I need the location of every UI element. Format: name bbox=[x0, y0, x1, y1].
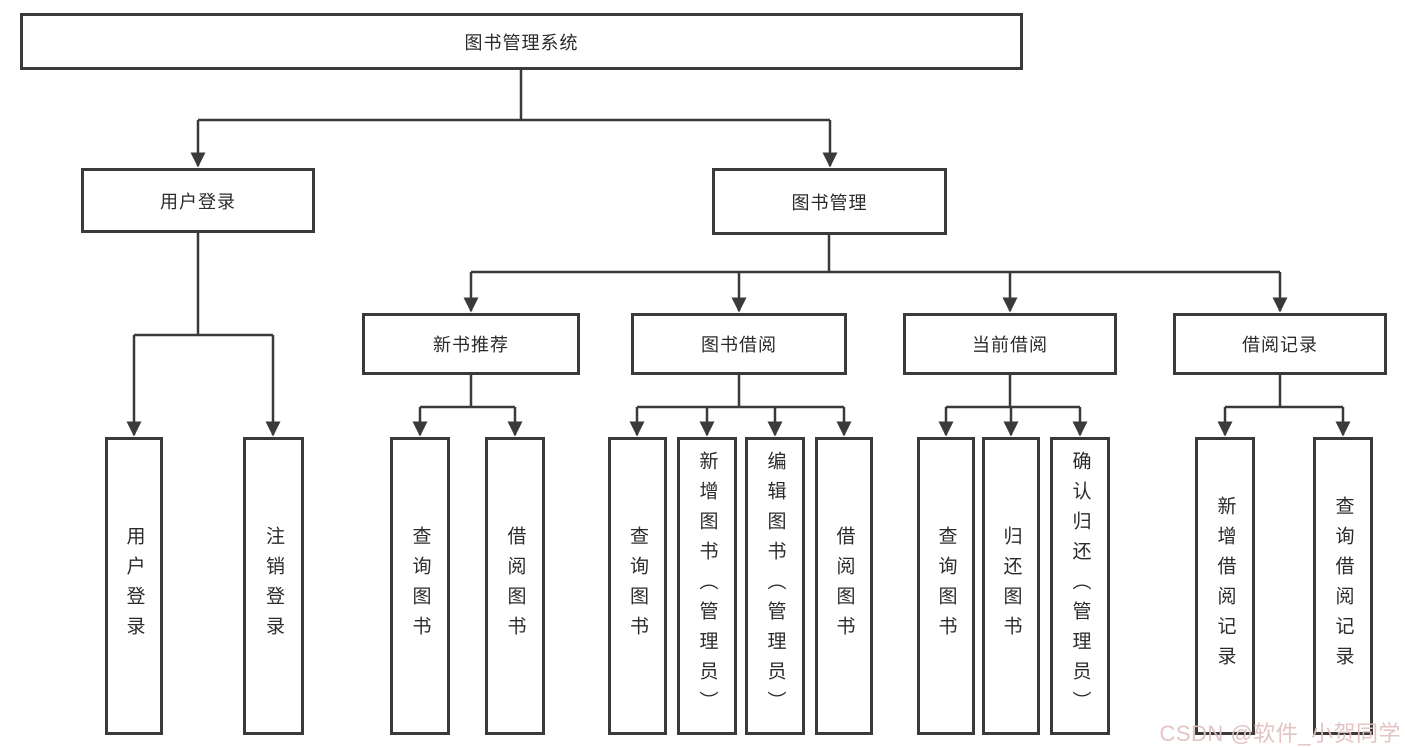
leaf-confirm-return-admin: 确认归还（管理员） bbox=[1050, 437, 1110, 735]
node-root-library-system: 图书管理系统 bbox=[20, 13, 1023, 70]
leaf-logout: 注销登录 bbox=[243, 437, 304, 735]
leaf-query-borrow-record: 查询借阅记录 bbox=[1313, 437, 1373, 735]
leaf-return-book: 归还图书 bbox=[982, 437, 1040, 735]
node-new-book-recommend: 新书推荐 bbox=[362, 313, 580, 375]
node-book-borrow: 图书借阅 bbox=[631, 313, 847, 375]
connector-root-bus bbox=[198, 70, 830, 122]
connector-book-borrow-bus bbox=[637, 375, 844, 409]
leaf-query-book: 查询图书 bbox=[390, 437, 450, 735]
node-user-login: 用户登录 bbox=[81, 168, 315, 233]
node-current-borrow: 当前借阅 bbox=[903, 313, 1117, 375]
connector-user-login-bus bbox=[134, 233, 273, 337]
connector-current-borrow-bus bbox=[946, 375, 1080, 409]
connector-borrow-records-bus bbox=[1225, 375, 1343, 409]
node-book-management: 图书管理 bbox=[712, 168, 947, 235]
leaf-borrow-book: 借阅图书 bbox=[815, 437, 873, 735]
connector-book-management-bus bbox=[471, 235, 1280, 274]
leaf-query-book: 查询图书 bbox=[917, 437, 975, 735]
node-borrow-records: 借阅记录 bbox=[1173, 313, 1387, 375]
csdn-watermark: CSDN @软件_小贺同学 bbox=[1159, 721, 1401, 746]
connector-new-book-recommend-bus bbox=[420, 375, 515, 409]
leaf-edit-book-admin: 编辑图书（管理员） bbox=[745, 437, 805, 735]
leaf-borrow-book: 借阅图书 bbox=[485, 437, 545, 735]
leaf-add-book-admin: 新增图书（管理员） bbox=[677, 437, 737, 735]
leaf-add-borrow-record: 新增借阅记录 bbox=[1195, 437, 1255, 735]
leaf-query-book: 查询图书 bbox=[608, 437, 667, 735]
leaf-user-login: 用户登录 bbox=[105, 437, 163, 735]
